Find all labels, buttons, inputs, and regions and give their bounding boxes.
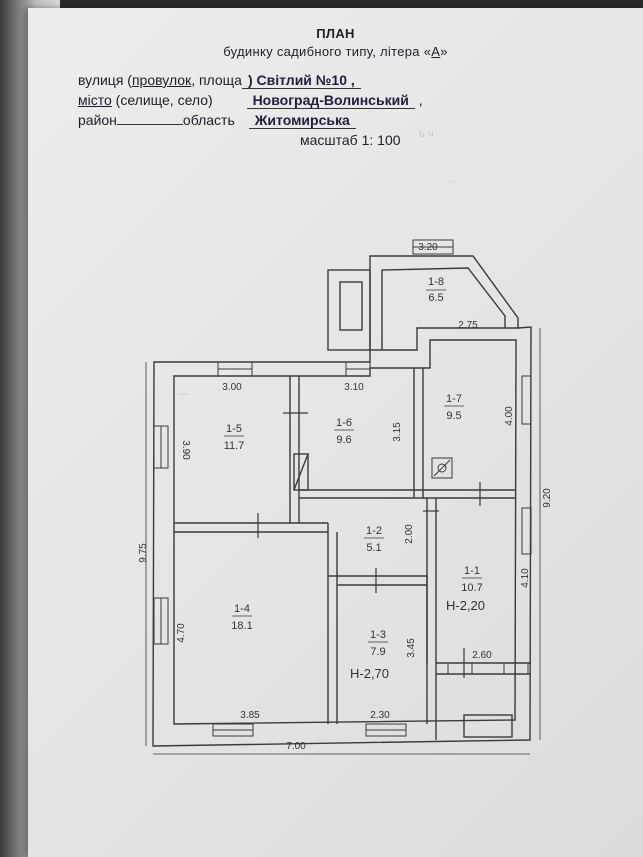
room-area: 18.1 (231, 620, 252, 632)
dimension-label: 2.60 (472, 650, 492, 661)
scale-label: масштаб 1: 100 (300, 132, 401, 148)
street-line: вулиця (провулок, площа) Світлий №10 , (78, 72, 361, 89)
city-value: Новоград-Волинський (246, 92, 415, 109)
dimension-label: 3.90 (180, 440, 191, 460)
dimension-label: 4.00 (504, 406, 515, 426)
ceiling-height: Н-2,70 (350, 666, 389, 681)
dimension-label: 3.20 (418, 242, 438, 253)
dimension-label: 4.10 (520, 568, 531, 588)
dimension-label: 3.85 (240, 710, 260, 721)
room-area: 9.6 (336, 434, 351, 446)
dimension-label: 2.75 (458, 320, 478, 331)
room-id: 1-5 (226, 423, 242, 435)
dimension-label: 4.70 (176, 623, 187, 643)
right-width-label: 9.20 (542, 488, 553, 508)
room-area: 5.1 (366, 542, 381, 554)
room-id: 1-1 (464, 565, 480, 577)
dimension-label: 3.45 (406, 638, 417, 658)
dimension-label: 2.30 (370, 710, 390, 721)
room-area: 7.9 (370, 646, 385, 658)
document-sheet: ПЛАН будинку садибного типу, літера «А» … (28, 8, 643, 857)
room-id: 1-8 (428, 276, 444, 288)
room-id: 1-3 (370, 629, 386, 641)
region-value: Житомирська (248, 112, 356, 129)
outer-wall (152, 326, 532, 747)
floor-plan: 1-8 6.5 1-7 9.5 1-5 11.7 1-6 9.6 1-2 5.1… (138, 239, 553, 755)
dimension-label: 2.00 (404, 524, 415, 544)
room-id: 1-4 (234, 603, 250, 615)
city-line: місто (селище, село) Новоград-Волинський… (78, 92, 423, 109)
room-area: 9.5 (446, 410, 461, 422)
document-title: ПЛАН (316, 26, 355, 41)
room-area: 11.7 (224, 440, 245, 452)
overall-width-label: 9.75 (138, 543, 149, 563)
room-area: 6.5 (428, 292, 443, 304)
room-id: 1-6 (336, 417, 352, 429)
room-area: 10.7 (461, 582, 482, 594)
porch (327, 269, 371, 351)
street-value: ) Світлий №10 , (241, 72, 361, 89)
dimension-label: 3.15 (392, 422, 403, 442)
document-subtitle: будинку садибного типу, літера «А» (223, 44, 448, 59)
dimension-label: 3.10 (344, 382, 364, 393)
ceiling-height: Н-2,20 (446, 598, 485, 613)
room-id: 1-7 (446, 393, 462, 405)
dimension-label: 3.00 (222, 382, 242, 393)
overall-length-label: 7.00 (286, 741, 306, 752)
room-id: 1-2 (366, 525, 382, 537)
